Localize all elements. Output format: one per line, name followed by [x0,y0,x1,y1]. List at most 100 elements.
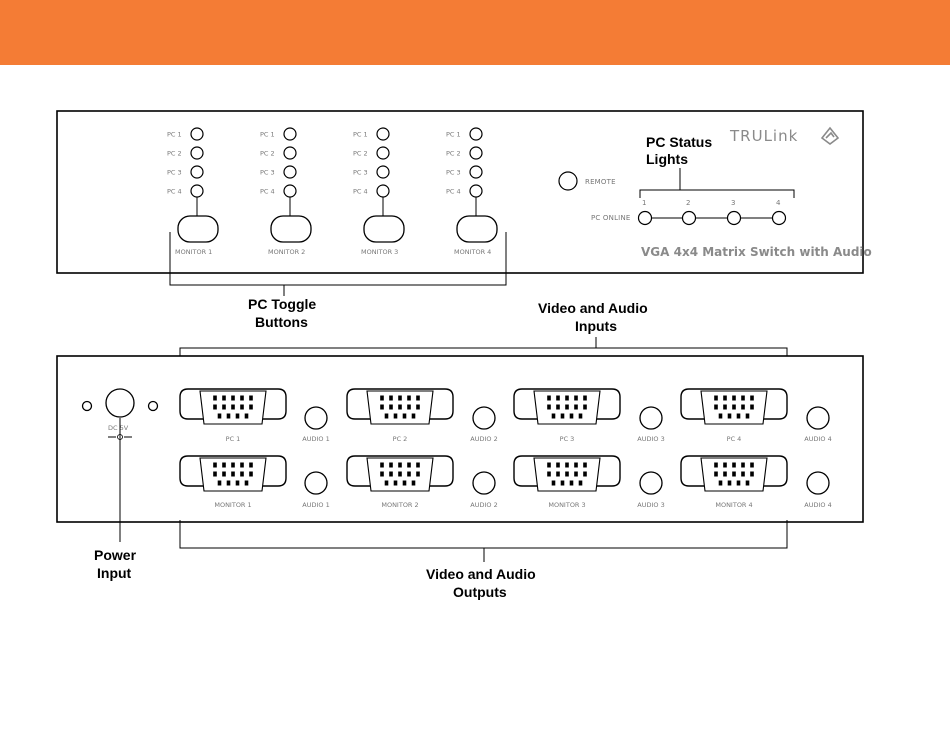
audio-output-jack-2[interactable] [472,471,496,495]
pc-led-indicator [190,165,204,179]
callout-power-input: Power [94,547,137,563]
pc-led-indicator [469,127,483,141]
monitor-toggle-button-2[interactable] [270,215,312,243]
pc-led-indicator [376,127,390,141]
callout-video-audio-inputs: Video and Audio [538,300,648,316]
pc-online-label: PC ONLINE [591,214,631,222]
header-bar [0,0,950,65]
audio-output-jack-3[interactable] [639,471,663,495]
vga-output-label: MONITOR 4 [715,501,752,509]
pc-led-label: PC 4 [446,188,461,196]
pc-led-indicator [190,127,204,141]
remote-sensor-icon [558,171,578,191]
audio-output-jack-4[interactable] [806,471,830,495]
pc-led-label: PC 4 [353,188,368,196]
monitor-button-label: MONITOR 1 [175,248,212,256]
screw-hole-right [147,400,159,412]
pc-led-indicator [469,146,483,160]
pc-led-label: PC 3 [446,169,461,177]
pc-led-label: PC 1 [167,131,182,139]
dc-label: DC 5V [108,424,129,432]
callout-power-input-2: Input [97,565,132,581]
vga-input-port-1[interactable] [179,388,287,425]
callout-pc-status-lights-2: Lights [646,151,688,167]
audio-input-jack-3[interactable] [639,406,663,430]
vga-input-label: PC 1 [226,435,241,443]
pc-led-indicator [469,184,483,198]
vga-input-port-2[interactable] [346,388,454,425]
pc-led-indicator [376,165,390,179]
callout-video-audio-outputs: Video and Audio [426,566,536,582]
brand-name: TRULink [729,127,798,145]
audio-input-label: AUDIO 1 [302,435,329,443]
pc-led-indicator [469,165,483,179]
audio-output-label: AUDIO 3 [637,501,664,509]
pc-led-label: PC 2 [167,150,182,158]
pc-led-indicator [283,184,297,198]
pc-online-led-2 [681,210,697,226]
monitor-toggle-button-4[interactable] [456,215,498,243]
vga-input-label: PC 3 [560,435,575,443]
pc-led-label: PC 2 [353,150,368,158]
screw-hole-left [81,400,93,412]
callout-video-audio-outputs-2: Outputs [453,584,507,600]
pc-led-indicator [190,146,204,160]
vga-output-port-2[interactable] [346,455,454,492]
pc-online-led-3 [726,210,742,226]
vga-output-label: MONITOR 1 [214,501,251,509]
pc-led-indicator [283,127,297,141]
audio-output-label: AUDIO 1 [302,501,329,509]
product-name: VGA 4x4 Matrix Switch with Audio [641,245,872,259]
pc-led-label: PC 1 [446,131,461,139]
monitor-button-label: MONITOR 3 [361,248,398,256]
audio-input-jack-2[interactable] [472,406,496,430]
vga-output-port-4[interactable] [680,455,788,492]
callout-video-audio-inputs-2: Inputs [575,318,617,334]
pc-led-label: PC 3 [167,169,182,177]
vga-input-label: PC 2 [393,435,408,443]
monitor-toggle-button-3[interactable] [363,215,405,243]
pc-led-label: PC 4 [260,188,275,196]
vga-input-port-3[interactable] [513,388,621,425]
pc-led-indicator [190,184,204,198]
status-number-4: 4 [776,199,781,207]
dc-power-jack [105,388,135,418]
audio-input-label: AUDIO 4 [804,435,831,443]
audio-output-jack-1[interactable] [304,471,328,495]
vga-output-label: MONITOR 2 [381,501,418,509]
pc-led-label: PC 3 [353,169,368,177]
vga-input-port-4[interactable] [680,388,788,425]
audio-input-label: AUDIO 2 [470,435,497,443]
pc-led-indicator [376,184,390,198]
vga-output-port-1[interactable] [179,455,287,492]
pc-led-indicator [283,165,297,179]
callout-pc-status-lights: PC Status [646,134,712,150]
trulink-logo-icon [820,126,840,145]
monitor-groups: PC 1 PC 2 PC 3 PC 4 MONITOR 1 PC 1 PC 2 PC 3 PC … [167,127,498,256]
audio-output-label: AUDIO 2 [470,501,497,509]
pc-led-label: PC 1 [260,131,275,139]
audio-input-jack-4[interactable] [806,406,830,430]
back-ports: PC 1 AUDIO 1 PC 2 AUDIO 2 PC 3 AUDIO 3 PC 4 AUD… [179,388,832,509]
status-number-2: 2 [686,199,691,207]
pc-led-label: PC 2 [260,150,275,158]
vga-input-label: PC 4 [727,435,742,443]
monitor-button-label: MONITOR 4 [454,248,491,256]
audio-input-jack-1[interactable] [304,406,328,430]
audio-input-label: AUDIO 3 [637,435,664,443]
vga-output-label: MONITOR 3 [548,501,585,509]
pc-led-indicator [376,146,390,160]
audio-output-label: AUDIO 4 [804,501,831,509]
back-panel [56,355,864,523]
callout-pc-toggle-buttons: PC Toggle [248,296,316,312]
status-number-3: 3 [731,199,736,207]
pc-led-label: PC 2 [446,150,461,158]
monitor-toggle-button-1[interactable] [177,215,219,243]
vga-output-port-3[interactable] [513,455,621,492]
callout-pc-toggle-buttons-2: Buttons [255,314,308,330]
remote-label: REMOTE [585,178,616,186]
